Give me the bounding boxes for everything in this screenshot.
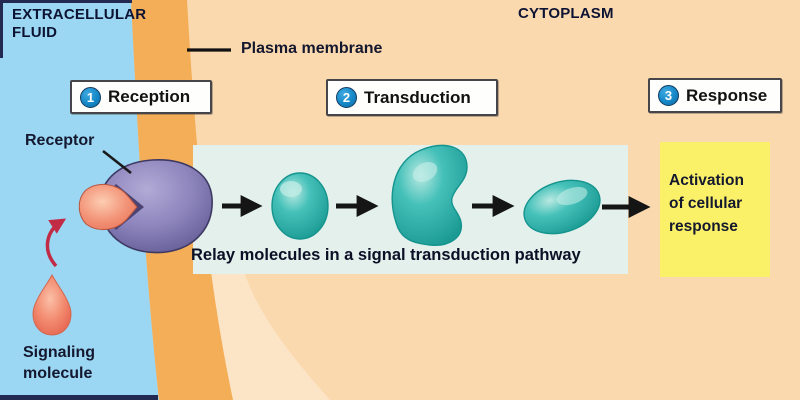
extracellular-fluid-line2: FLUID [12, 24, 58, 41]
activation-line1: Activation [669, 172, 744, 189]
activation-line2: of cellular [669, 195, 743, 212]
activation-line3: response [669, 218, 738, 235]
signaling-molecule-line1: Signaling [23, 344, 95, 361]
relay-molecule-1-highlight [280, 181, 302, 197]
bound-signaling-molecule-shape [78, 183, 138, 231]
binding-arrow-icon [45, 218, 67, 268]
signaling-molecule-shape [32, 273, 72, 336]
receptor-label: Receptor [25, 132, 95, 149]
relay-molecule-2 [391, 144, 468, 246]
step-number-badge-3: 3 [658, 85, 679, 106]
activation-response-box [660, 142, 770, 277]
signaling-molecule-line2: molecule [23, 365, 93, 382]
left-edge-strip [0, 0, 3, 58]
activation-response-label: Activation of cellular response [660, 142, 770, 277]
relay-molecule-1 [271, 172, 329, 240]
step-number-badge-2: 2 [336, 87, 357, 108]
relay-molecule-2-highlight [412, 161, 438, 183]
extracellular-fluid-line1: EXTRACELLULAR [12, 6, 147, 23]
extracellular-fluid-label: EXTRACELLULAR FLUID [12, 6, 146, 42]
step-box-response: 3 Response [648, 78, 782, 113]
step-label-reception: Reception [108, 87, 191, 106]
bottom-edge-strip [0, 395, 158, 400]
relay-molecule-3-highlight [556, 186, 588, 206]
relay-pathway-caption: Relay molecules in a signal transduction… [191, 246, 581, 264]
signaling-molecule-label: Signaling molecule [23, 342, 95, 384]
cytoplasm-label: CYTOPLASM [518, 5, 614, 22]
receptor-pointer-line [102, 149, 132, 175]
plasma-membrane-label: Plasma membrane [241, 40, 383, 57]
step-box-transduction: 2 Transduction [326, 79, 498, 116]
step-number-badge-1: 1 [80, 86, 101, 108]
step-label-transduction: Transduction [364, 87, 471, 107]
step-box-reception: 1 Reception [70, 80, 212, 114]
step-label-response: Response [686, 85, 768, 105]
receptor-shape [99, 159, 213, 254]
top-edge-strip [0, 0, 132, 3]
